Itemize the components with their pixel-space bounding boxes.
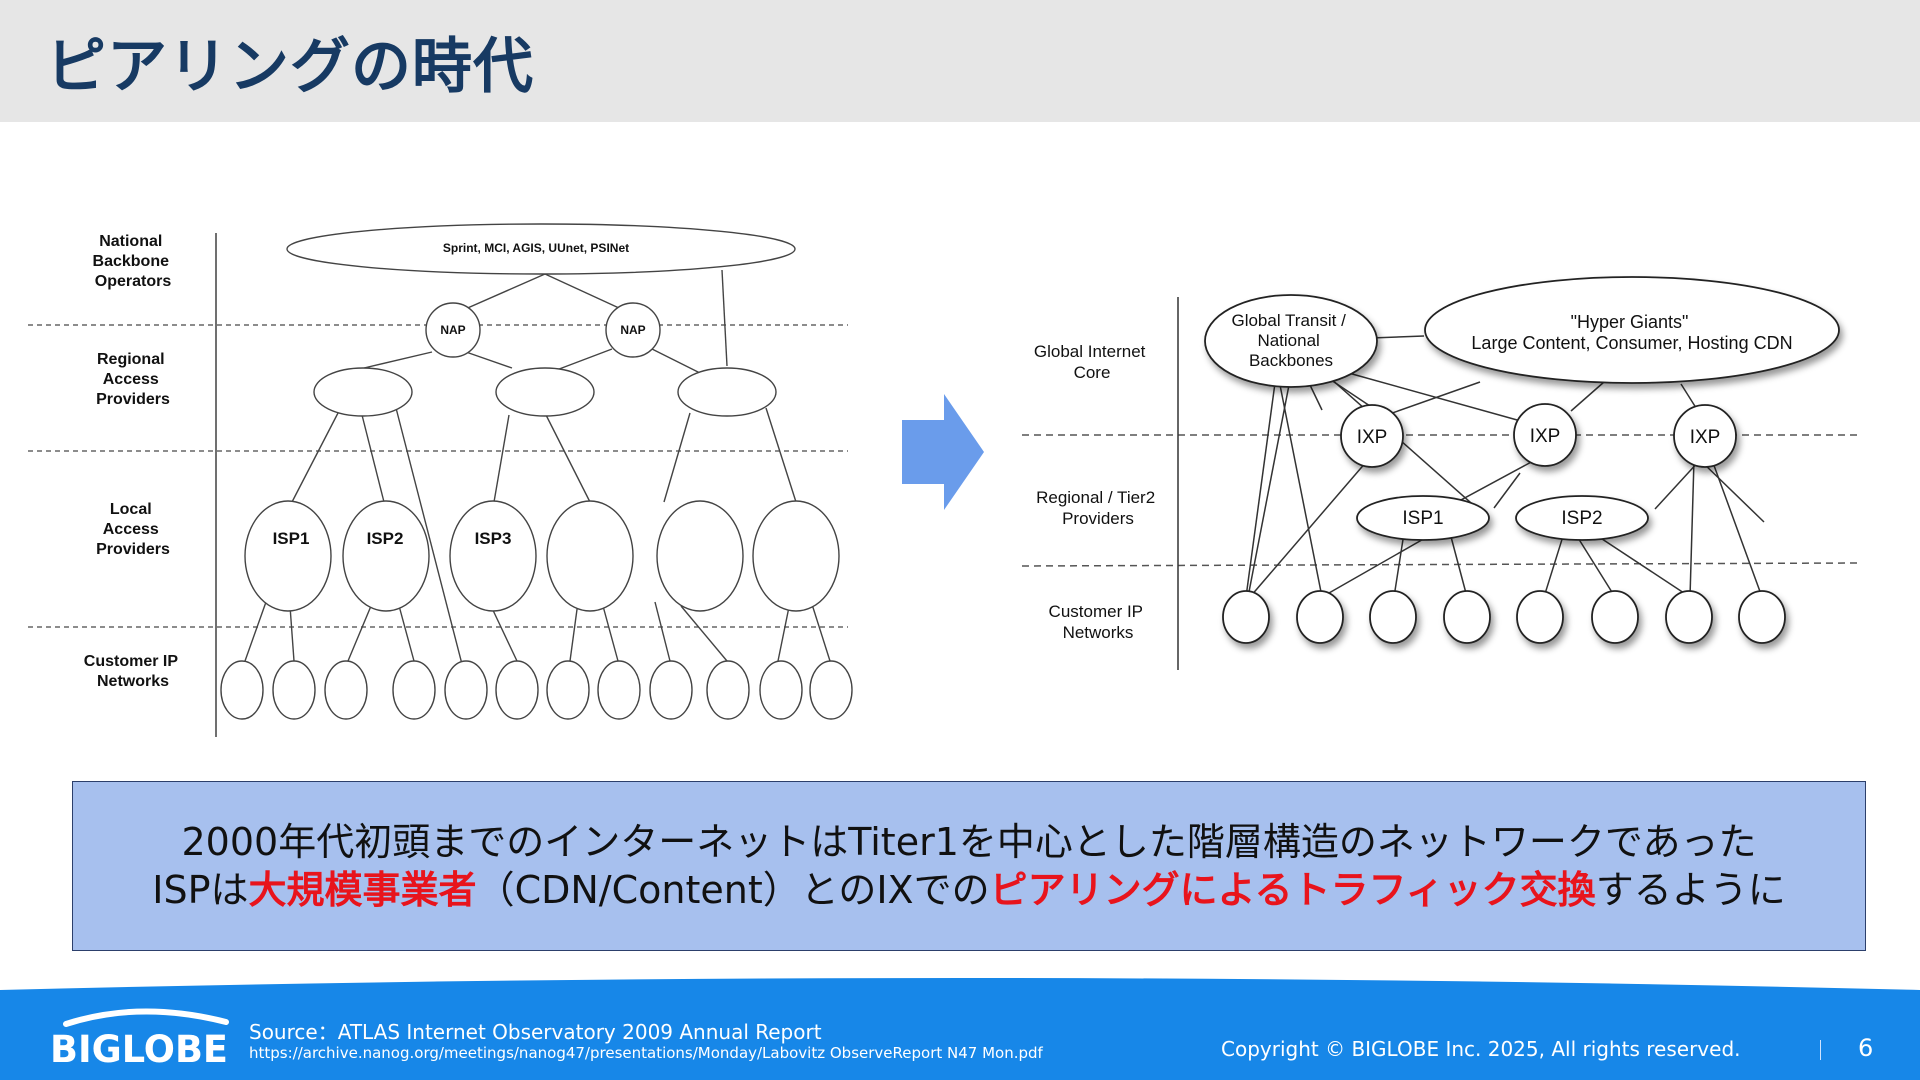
global-transit-label: Global Transit / National Backbones: [1231, 311, 1350, 370]
source-url[interactable]: https://archive.nanog.org/meetings/nanog…: [249, 1044, 1043, 1062]
summary-line-1: 2000年代初頭までのインターネットはTiter1を中心とした階層構造のネットワ…: [181, 820, 1757, 864]
isp-label: ISP2: [1561, 508, 1602, 529]
flattened-diagram: Global Internet Core Regional / Tier2 Pr…: [1021, 276, 1861, 670]
ixp-label: IXP: [1357, 427, 1388, 448]
footer-divider: [1820, 1040, 1821, 1060]
ixp-label: IXP: [1690, 427, 1721, 448]
hierarchical-diagram: [28, 223, 853, 737]
isp-label: ISP3: [475, 529, 512, 548]
title-bar: ピアリングの時代: [0, 0, 1920, 122]
isp-label: ISP1: [273, 529, 310, 548]
isp-label: ISP2: [367, 529, 404, 548]
nap-label: NAP: [620, 323, 645, 337]
page-number: 6: [1858, 1034, 1874, 1062]
network-diagrams: National Backbone Operators Regional Acc…: [28, 223, 1861, 737]
backbone-operators-label: Sprint, MCI, AGIS, UUnet, PSINet: [443, 241, 629, 255]
isp-label: ISP1: [1402, 508, 1443, 529]
ixp-label: IXP: [1530, 426, 1561, 447]
tier-label-regional-access: Regional Access Providers: [96, 351, 170, 408]
slide-title: ピアリングの時代: [46, 32, 534, 102]
footer-bar: [0, 978, 1920, 1080]
tier-label-customer-ip: Customer IP Networks: [84, 653, 182, 690]
source-title: Source：ATLAS Internet Observatory 2009 A…: [249, 1020, 822, 1044]
nap-label: NAP: [440, 323, 465, 337]
summary-line-2: ISPは大規模事業者（CDN/Content）とのIXでのピアリングによるトラフ…: [152, 866, 1785, 914]
summary-callout: 2000年代初頭までのインターネットはTiter1を中心とした階層構造のネットワ…: [72, 781, 1866, 951]
biglobe-logo: BIGLOBE: [50, 1008, 229, 1068]
tier-label-global-core: Global Internet Core: [1034, 342, 1150, 382]
hyper-giants-label: "Hyper Giants" Large Content, Consumer, …: [1471, 312, 1792, 353]
tier-label-line: National: [99, 233, 162, 250]
highlight-text: 大規模事業者: [248, 868, 477, 912]
copyright-text: Copyright © BIGLOBE Inc. 2025, All right…: [1221, 1037, 1741, 1061]
tier-label-customer-ip: Customer IP Networks: [1049, 602, 1148, 642]
summary-text: ISPは: [152, 868, 249, 912]
source-citation: Source：ATLAS Internet Observatory 2009 A…: [249, 1020, 1043, 1063]
logo-text: BIGLOBE: [50, 1028, 228, 1068]
summary-text: （CDN/Content）とのIXでの: [476, 868, 990, 912]
summary-text: するように: [1595, 868, 1786, 912]
tier-label-regional-tier2: Regional / Tier2 Providers: [1036, 488, 1160, 528]
right-arrow-icon: [902, 394, 984, 510]
tier-label-national-backbone: National Backbone Operators: [93, 233, 174, 290]
highlight-text: ピアリングによるトラフィック交換: [989, 868, 1596, 912]
tier-label-local-access: Local Access Providers: [96, 501, 170, 558]
